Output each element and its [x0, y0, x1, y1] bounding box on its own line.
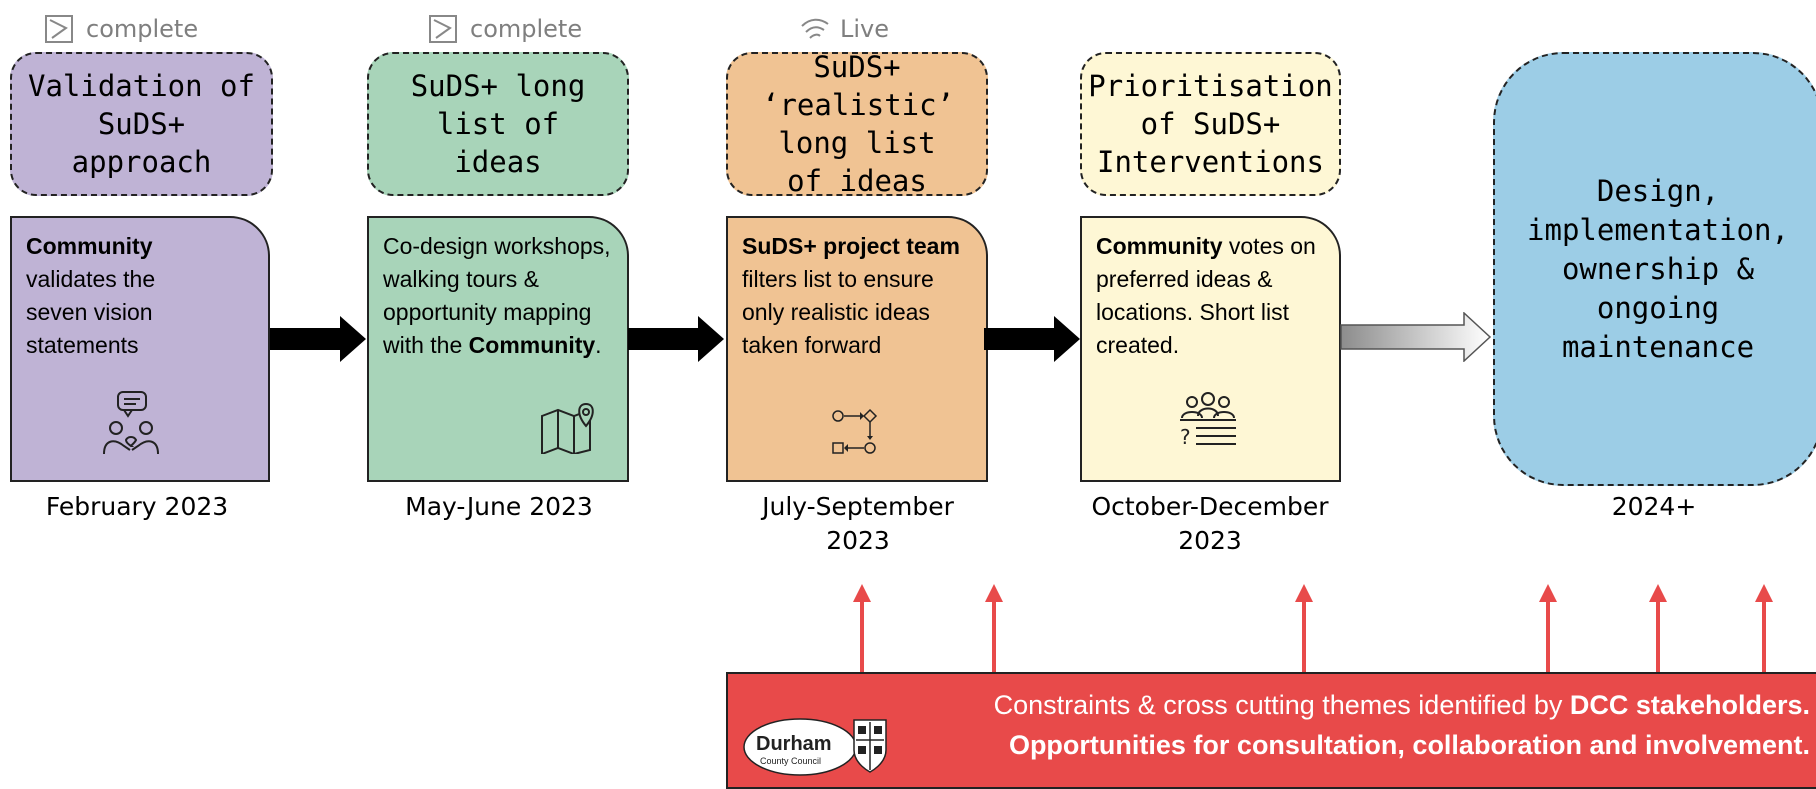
durham-county-council-logo: Durham County Council [743, 718, 887, 776]
flow-arrow [628, 316, 724, 362]
stage2-card: Co-design workshops, walking tours & opp… [367, 216, 629, 482]
status-label: Live [840, 15, 890, 43]
stage3-status: Live [798, 14, 889, 44]
card-text: filters list to ensure only realistic id… [742, 266, 934, 358]
svg-text:?: ? [1180, 425, 1191, 448]
up-arrow [1755, 584, 1773, 672]
stage2-status: complete [428, 14, 582, 44]
svg-text:County Council: County Council [760, 756, 821, 766]
card-text: validates the seven vision statements [26, 266, 156, 358]
final-stage-box: Design, implementation, ownership & ongo… [1493, 52, 1816, 486]
stage4-card: Community votes on preferred ideas & loc… [1080, 216, 1341, 482]
banner-line2: Opportunities for consultation, collabor… [1008, 730, 1810, 760]
stage-title: Validation of SuDS+ approach [28, 69, 255, 179]
up-arrow [853, 584, 871, 672]
stage2-title-box: SuDS+ long list of ideas [367, 52, 629, 196]
stage4-title-box: Prioritisation of SuDS+ Interventions [1080, 52, 1341, 196]
checkbox-flag-icon [429, 15, 457, 43]
stage-title: SuDS+ long list of ideas [410, 69, 586, 179]
card-text: votes on preferred ideas & locations. Sh… [1096, 233, 1316, 358]
banner-line1: Constraints & cross cutting themes ident… [993, 690, 1810, 720]
wifi-icon [801, 18, 829, 39]
stage1-date: February 2023 [45, 492, 229, 521]
stage4-date: October-December 2023 [1091, 492, 1329, 555]
up-arrow [1295, 584, 1313, 672]
up-arrow [1649, 584, 1667, 672]
stakeholder-banner: Durham County Council Constraints & cros… [726, 672, 1816, 789]
status-label: complete [470, 15, 583, 43]
people-chat-icon [103, 391, 159, 455]
final-date: 2024+ [1611, 492, 1697, 521]
card-text-end: . [595, 332, 602, 358]
checkbox-flag-icon [45, 15, 73, 43]
stage-title: SuDS+ ‘realistic’ long list of ideas [762, 50, 955, 198]
card-bold: Community [1096, 233, 1223, 259]
group-vote-icon: ? [1180, 392, 1236, 448]
stage3-date: July-September 2023 [762, 492, 954, 555]
card-bold: SuDS+ project team [742, 233, 960, 259]
stage1-card: Community validates the seven vision sta… [10, 216, 270, 482]
map-pin-icon [541, 402, 594, 454]
stage1-title-box: Validation of SuDS+ approach [10, 52, 273, 196]
status-label: complete [86, 15, 199, 43]
stage-title: Prioritisation of SuDS+ Interventions [1088, 69, 1333, 179]
card-bold: Community [468, 332, 596, 358]
flowchart-icon [832, 408, 878, 454]
stage2-date: May-June 2023 [405, 492, 593, 521]
up-arrow [1539, 584, 1557, 672]
flow-arrow [270, 316, 366, 362]
flow-arrow [984, 316, 1080, 362]
card-bold: Community [26, 233, 153, 259]
up-arrow [985, 584, 1003, 672]
gradient-flow-arrow [1340, 312, 1492, 362]
final-title: Design, implementation, ownership & ongo… [1527, 173, 1789, 364]
svg-text:Durham: Durham [756, 733, 832, 755]
stage3-title-box: SuDS+ ‘realistic’ long list of ideas [726, 50, 988, 198]
card-text: Co-design workshops, walking tours & opp… [383, 233, 611, 358]
stage1-status: complete [44, 14, 198, 44]
